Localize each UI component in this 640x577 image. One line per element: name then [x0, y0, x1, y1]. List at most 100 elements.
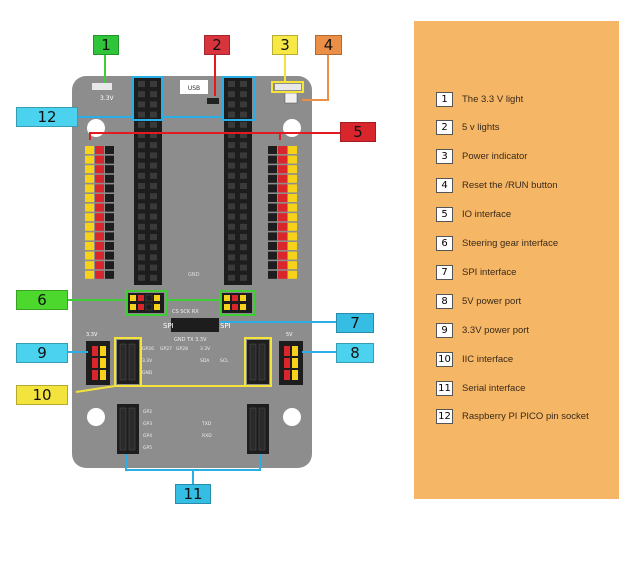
legend-text: IO interface [462, 209, 512, 221]
io-pin [278, 242, 287, 250]
silk-spi-right: SPI [220, 322, 231, 330]
socket-pin [138, 81, 145, 87]
silk-spi-pins: CS SCK RX [172, 309, 199, 315]
legend-number: 7 [436, 264, 453, 280]
io-pin [85, 242, 94, 250]
io-pin [268, 222, 277, 231]
socket-pin [138, 162, 145, 169]
io-pin [268, 261, 277, 270]
io-pin [278, 270, 287, 279]
callout-box-3 [271, 81, 304, 93]
io-pin [288, 165, 297, 174]
legend-text: Power indicator [462, 151, 528, 163]
io-pin [105, 165, 114, 174]
io-pin [105, 222, 114, 231]
silk-5v: 5V [286, 332, 293, 338]
socket-pin [138, 132, 145, 138]
io-pin [268, 194, 277, 202]
socket-pin [150, 132, 157, 138]
io-pin [288, 261, 297, 270]
socket-pin [138, 111, 145, 118]
servo-header-right [222, 293, 252, 313]
legend-text: SPI interface [462, 266, 517, 278]
legend-number: 9 [436, 322, 453, 338]
socket-pin [228, 234, 235, 240]
socket-pin [240, 91, 247, 98]
silk-gnd: GND [188, 272, 200, 278]
io-pin [95, 213, 104, 222]
socket-pin [240, 162, 247, 169]
socket-pin [240, 121, 247, 128]
socket-pin [150, 264, 157, 271]
legend-text: IIC interface [462, 353, 514, 365]
socket-pin [228, 111, 235, 118]
silk-gp3: GP3 [143, 421, 152, 427]
socket-pin [240, 193, 247, 200]
io-pin [268, 242, 277, 250]
io-pin [278, 251, 287, 260]
callout-badge-12: 12 [16, 107, 78, 127]
io-pin [105, 155, 114, 164]
legend-item: 9 3.3V power port [436, 322, 529, 338]
io-pin [278, 174, 287, 183]
callout-line-10 [75, 385, 245, 393]
legend-text: 3.3V power port [462, 324, 530, 336]
io-pin [278, 213, 287, 222]
socket-pin [240, 172, 247, 179]
legend-number: 2 [436, 120, 453, 136]
io-pin [268, 232, 277, 241]
mounting-hole [87, 408, 105, 426]
socket-pin [150, 203, 157, 210]
silk-33v-left: 3.3V [86, 332, 98, 338]
socket-pin [240, 203, 247, 210]
io-pin [268, 203, 277, 212]
silk-gp2: GP2 [143, 409, 152, 415]
legend-number: 5 [436, 207, 453, 223]
io-pin [288, 203, 297, 212]
callout-frame-12b [221, 76, 255, 121]
usb-marker [180, 80, 208, 94]
socket-pin [228, 101, 235, 108]
socket-pin [138, 213, 145, 220]
callout-badge-2: 2 [204, 35, 230, 55]
io-pin [268, 174, 277, 183]
socket-pin [228, 254, 235, 261]
io-interface-right [268, 146, 297, 279]
io-pin [268, 165, 277, 174]
socket-pin [150, 172, 157, 179]
callout-frame-6a [125, 290, 167, 316]
legend-text: Reset the /RUN button [462, 180, 558, 192]
socket-pin [138, 254, 145, 261]
legend-text: 5V power port [462, 295, 522, 307]
callout-badge-1: 1 [93, 35, 119, 55]
callout-badge-11: 11 [175, 484, 211, 504]
io-pin [288, 155, 297, 164]
io-pin [105, 270, 114, 279]
io-pin [95, 251, 104, 260]
serial-header-left [117, 404, 139, 454]
io-pin [105, 232, 114, 241]
socket-pin [240, 213, 247, 220]
io-pin [268, 146, 277, 154]
io-pin [95, 242, 104, 250]
legend-number: 1 [436, 91, 453, 107]
legend-number: 3 [436, 149, 453, 165]
legend-item: 7 SPI interface [436, 264, 516, 280]
io-pin [268, 184, 277, 193]
io-pin [95, 270, 104, 279]
silk-spi-left: SPI [163, 322, 174, 330]
silk-spi-bottom: GND TX 3.3V [174, 337, 207, 343]
socket-pin [138, 274, 145, 281]
socket-pin [138, 223, 145, 230]
io-pin [288, 213, 297, 222]
power-indicator [275, 84, 301, 90]
socket-pin [138, 101, 145, 108]
io-pin [105, 242, 114, 250]
pico-socket-left [134, 77, 162, 285]
